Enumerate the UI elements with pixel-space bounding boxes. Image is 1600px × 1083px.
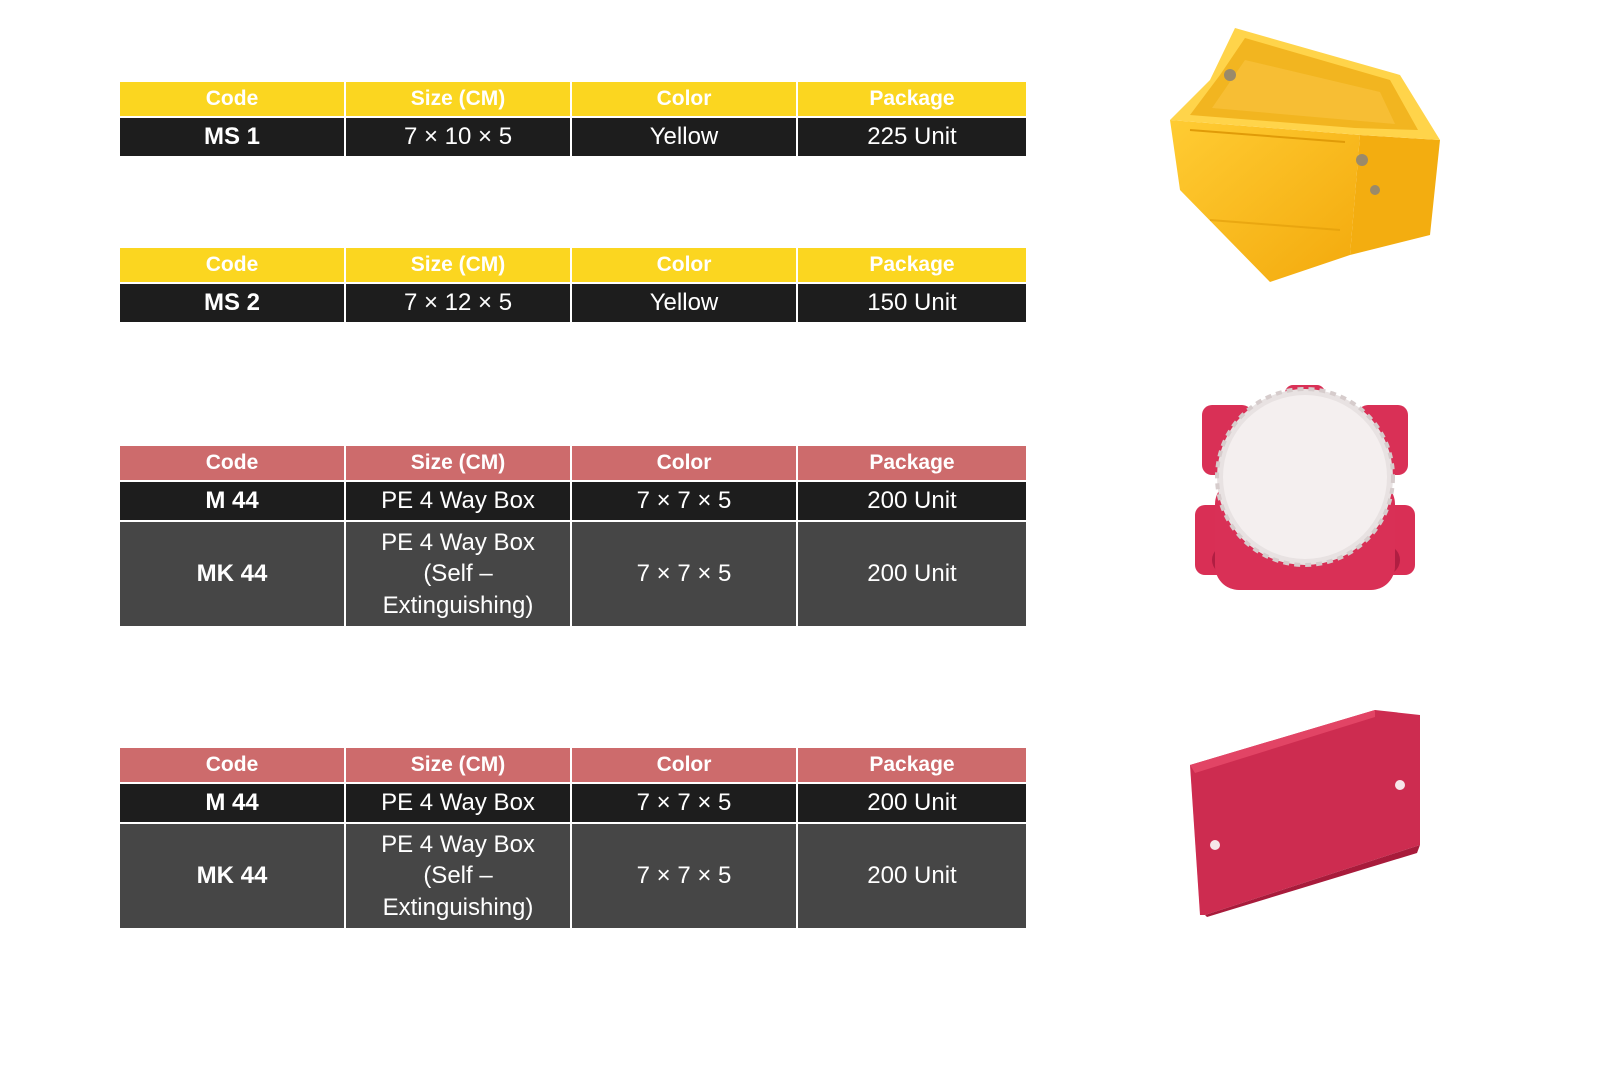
header-size: Size (CM) <box>346 82 572 118</box>
header-color: Color <box>572 82 798 118</box>
header-code: Code <box>120 82 346 118</box>
spec-table-m44-b: Code Size (CM) Color Package M 44 PE 4 W… <box>120 748 1026 930</box>
yellow-rectangular-box-image <box>1170 28 1440 282</box>
cell-color: 7 × 7 × 5 <box>572 482 798 522</box>
header-size: Size (CM) <box>346 748 572 784</box>
header-color: Color <box>572 446 798 482</box>
cell-code: M 44 <box>120 482 346 522</box>
cell-code: M 44 <box>120 784 346 824</box>
cell-size-lines: PE 4 Way Box (Self – Extinguishing) <box>381 527 535 621</box>
header-size: Size (CM) <box>346 446 572 482</box>
cell-size-lines: PE 4 Way Box (Self – Extinguishing) <box>381 829 535 923</box>
red-round-junction-box-image <box>1195 385 1415 590</box>
size-line: (Self – <box>423 560 493 588</box>
header-color: Color <box>572 248 798 284</box>
size-line: PE 4 Way Box <box>381 831 535 859</box>
header-size: Size (CM) <box>346 248 572 284</box>
cell-code: MS 1 <box>120 118 346 158</box>
cell-color: Yellow <box>572 284 798 324</box>
header-package: Package <box>798 446 1026 482</box>
cell-code: MK 44 <box>120 522 346 628</box>
cell-size: 7 × 12 × 5 <box>346 284 572 324</box>
red-cover-plate-image <box>1190 710 1420 917</box>
cell-color: Yellow <box>572 118 798 158</box>
spec-table-m44-a: Code Size (CM) Color Package M 44 PE 4 W… <box>120 446 1026 628</box>
spec-table-ms1: Code Size (CM) Color Package MS 1 7 × 10… <box>120 82 1026 158</box>
header-code: Code <box>120 248 346 284</box>
cell-size: 7 × 10 × 5 <box>346 118 572 158</box>
header-package: Package <box>798 82 1026 118</box>
spec-table-ms2: Code Size (CM) Color Package MS 2 7 × 12… <box>120 248 1026 324</box>
cell-color: 7 × 7 × 5 <box>572 522 798 628</box>
size-line: (Self – <box>423 862 493 890</box>
header-package: Package <box>798 748 1026 784</box>
cell-code: MS 2 <box>120 284 346 324</box>
cell-package: 200 Unit <box>798 784 1026 824</box>
cell-color: 7 × 7 × 5 <box>572 824 798 930</box>
size-line: PE 4 Way Box <box>381 529 535 557</box>
cell-size: PE 4 Way Box (Self – Extinguishing) <box>346 824 572 930</box>
cell-size: PE 4 Way Box (Self – Extinguishing) <box>346 522 572 628</box>
cell-size: PE 4 Way Box <box>346 784 572 824</box>
header-code: Code <box>120 446 346 482</box>
header-color: Color <box>572 748 798 784</box>
cell-code: MK 44 <box>120 824 346 930</box>
cell-color: 7 × 7 × 5 <box>572 784 798 824</box>
cell-package: 150 Unit <box>798 284 1026 324</box>
cell-package: 200 Unit <box>798 482 1026 522</box>
header-code: Code <box>120 748 346 784</box>
size-line: Extinguishing) <box>382 591 534 619</box>
header-package: Package <box>798 248 1026 284</box>
size-line: Extinguishing) <box>382 893 534 921</box>
cell-package: 200 Unit <box>798 824 1026 930</box>
cell-size: PE 4 Way Box <box>346 482 572 522</box>
cell-package: 225 Unit <box>798 118 1026 158</box>
cell-package: 200 Unit <box>798 522 1026 628</box>
